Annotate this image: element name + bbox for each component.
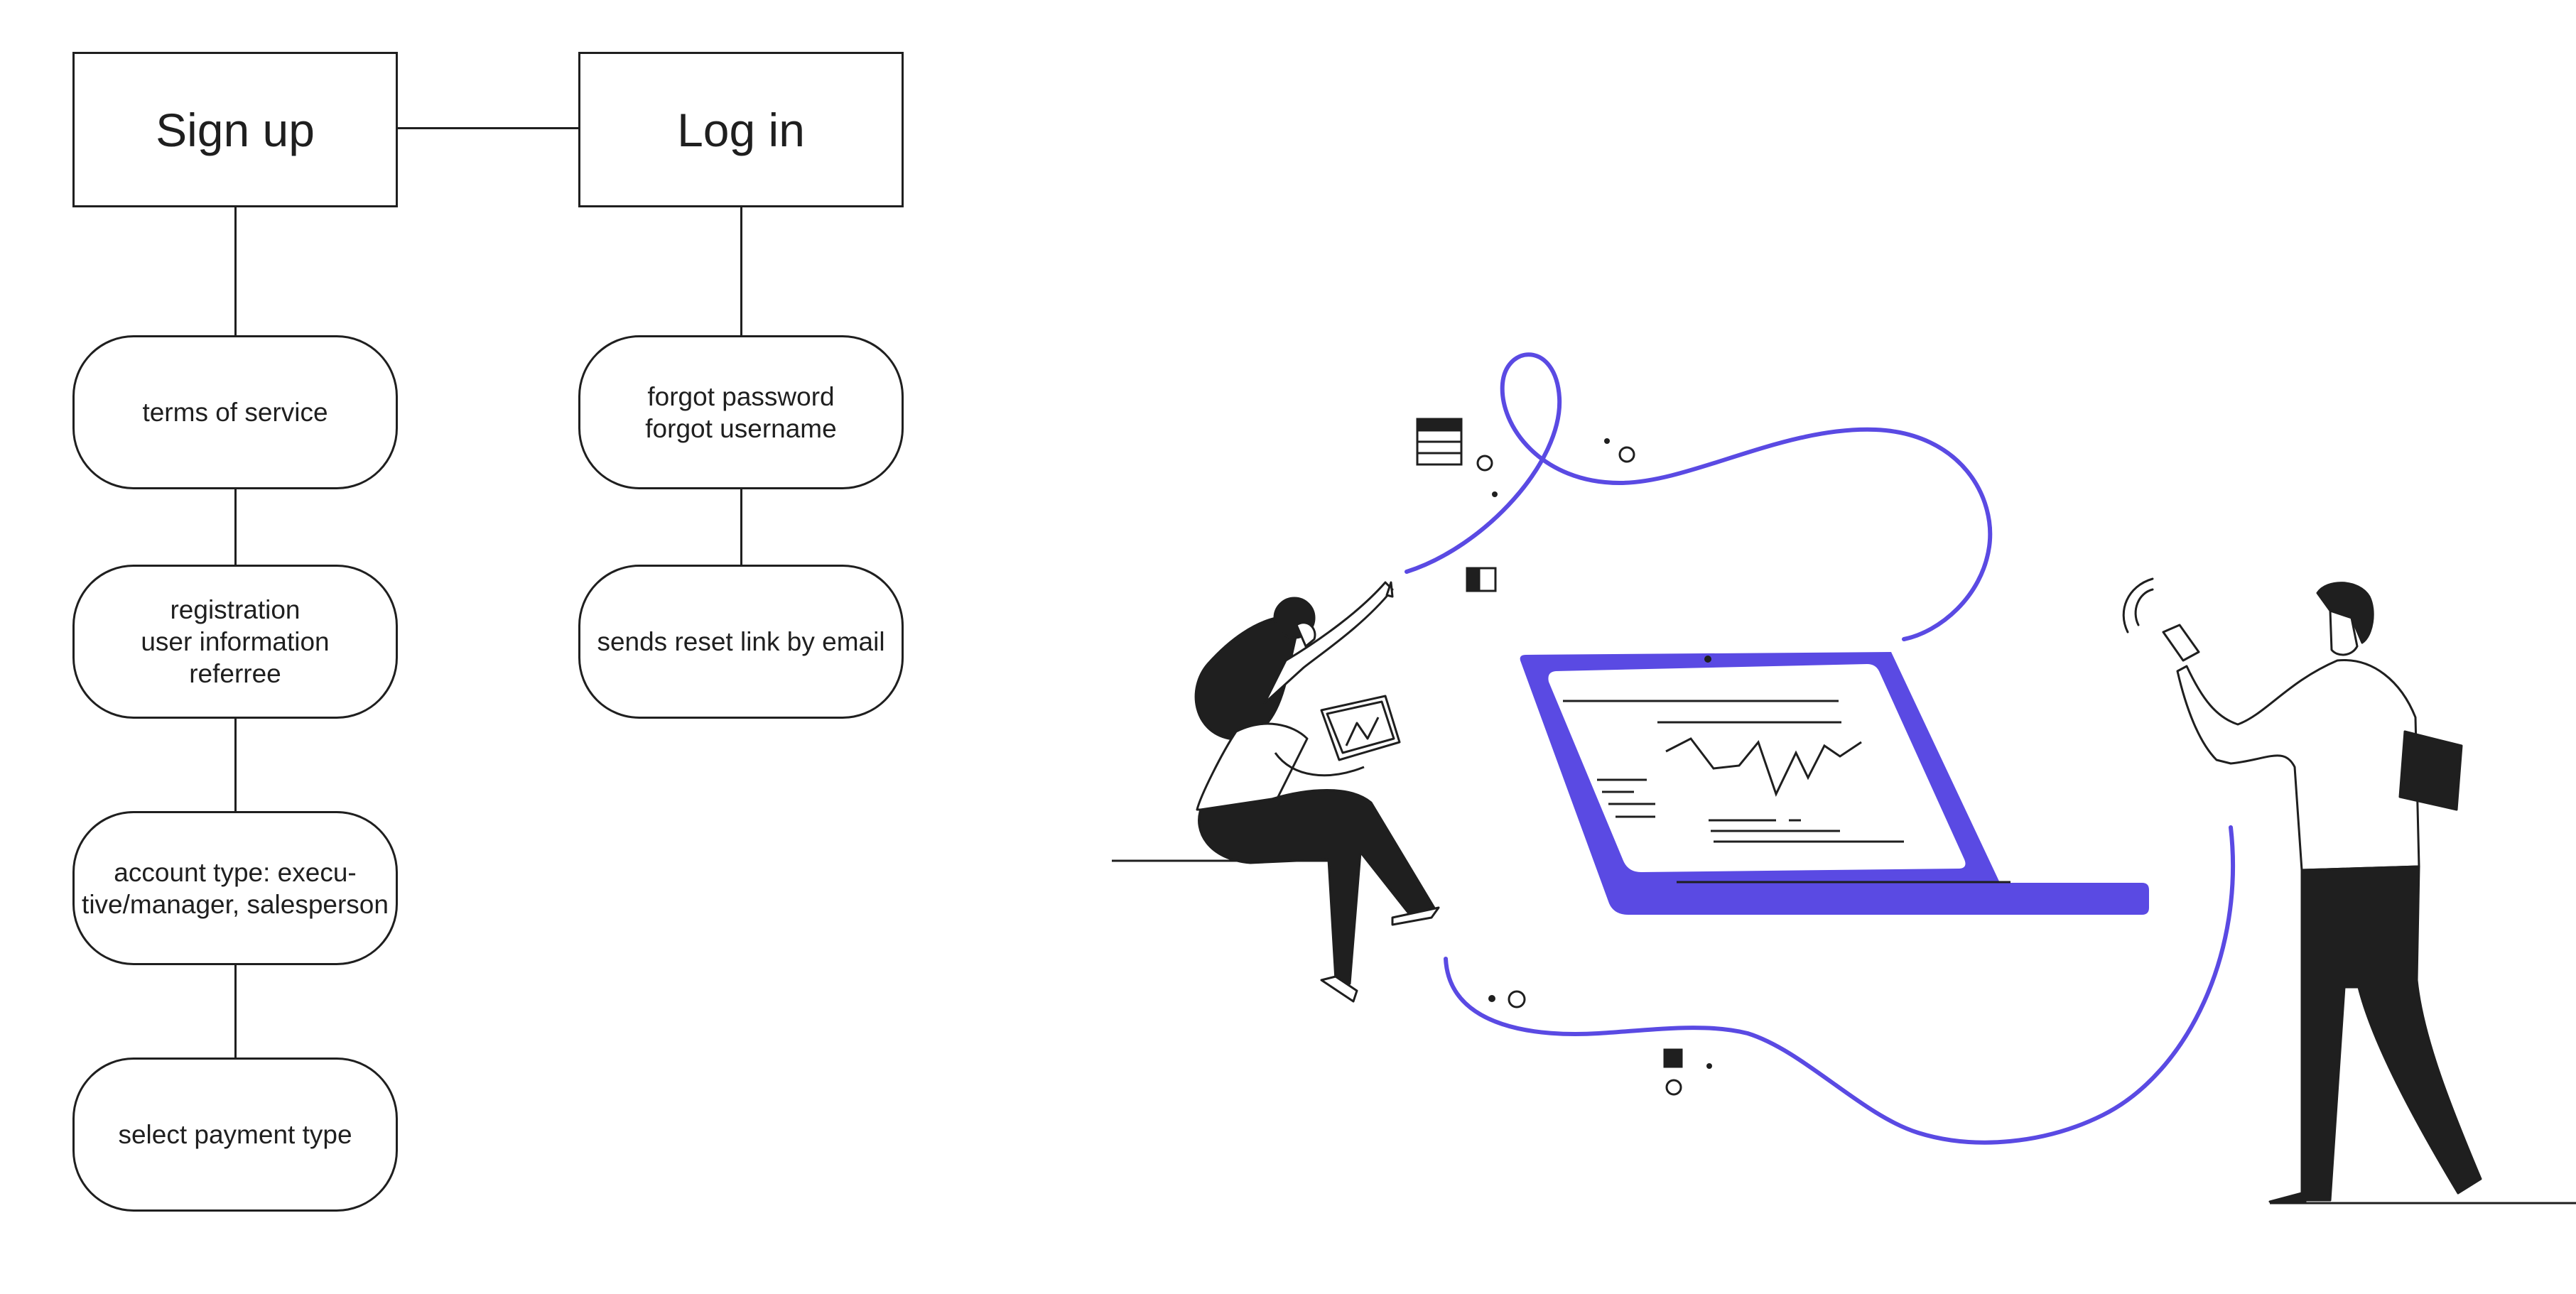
step-line: select payment type xyxy=(118,1120,352,1149)
step-line: tive/manager, salesperson xyxy=(82,889,389,919)
illustration xyxy=(1112,352,2576,1205)
decorative-shapes xyxy=(1416,418,1712,1096)
signup-login-connector xyxy=(398,127,579,129)
signup-connector-3 xyxy=(234,718,237,812)
step-line: forgot username xyxy=(645,413,837,443)
signup-connector-2 xyxy=(234,489,237,565)
step-line: sends reset link by email xyxy=(597,627,885,656)
login-step-forgot: forgot password forgot username xyxy=(578,335,904,489)
signup-step-terms: terms of service xyxy=(72,335,398,489)
signup-step-account-type: account type: execu- tive/manager, sales… xyxy=(72,811,398,965)
login-connector-1 xyxy=(740,206,742,336)
wave-line-icon xyxy=(1405,352,2235,1145)
signup-box: Sign up xyxy=(72,52,398,207)
signup-step-registration: registration user information referree xyxy=(72,565,398,719)
login-title: Log in xyxy=(677,103,805,156)
step-line: registration xyxy=(170,595,301,624)
step-line: terms of service xyxy=(142,398,328,427)
laptop-icon xyxy=(1520,652,2149,915)
login-connector-2 xyxy=(740,489,742,565)
step-line: account type: execu- xyxy=(114,857,357,887)
man-with-phone-icon xyxy=(2122,577,2482,1203)
signup-connector-4 xyxy=(234,964,237,1058)
step-line: forgot password xyxy=(647,381,835,411)
login-step-reset-link: sends reset link by email xyxy=(578,565,904,719)
signup-title: Sign up xyxy=(156,103,315,156)
step-line: referree xyxy=(189,659,281,688)
woman-with-tablet-icon xyxy=(1194,581,1440,1003)
chart-lines-icon xyxy=(1563,700,1904,843)
signup-step-payment: select payment type xyxy=(72,1058,398,1212)
signup-connector-1 xyxy=(234,206,237,336)
step-line: user information xyxy=(141,627,330,656)
login-box: Log in xyxy=(578,52,904,207)
